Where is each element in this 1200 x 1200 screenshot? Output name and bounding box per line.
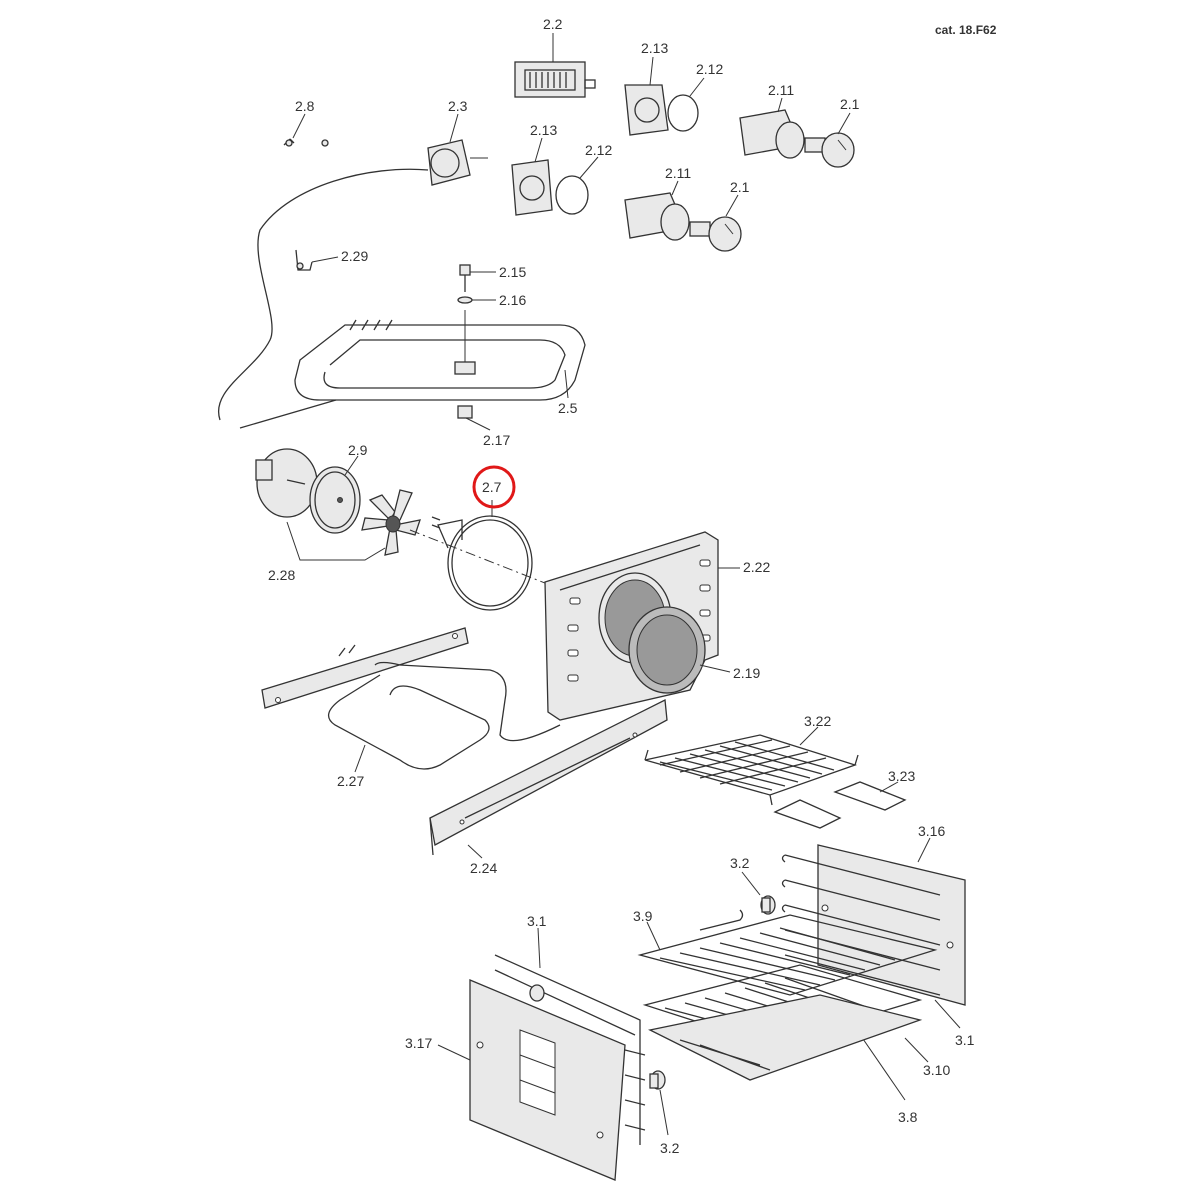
callout-2-11-lower: 2.11 — [665, 165, 691, 181]
assembly-axis — [409, 529, 551, 586]
catalog-ref: cat. 18.F62 — [935, 23, 997, 37]
callout-3-1-left: 3.1 — [527, 913, 547, 929]
callout-2-22: 2.22 — [743, 559, 770, 575]
part-2-1-knob-lower[interactable] — [689, 216, 742, 252]
callout-2-5: 2.5 — [558, 400, 578, 416]
part-2-27-bottom-element[interactable] — [261, 627, 561, 770]
callout-3-8: 3.8 — [898, 1109, 918, 1125]
callout-2-7: 2.7 — [482, 479, 502, 495]
callout-2-16: 2.16 — [499, 292, 526, 308]
callout-2-28: 2.28 — [268, 567, 295, 583]
part-2-5-grill-element[interactable] — [294, 319, 586, 401]
callout-2-2: 2.2 — [543, 16, 563, 32]
part-2-16-washer[interactable] — [457, 296, 473, 304]
part-3-22-small-rack[interactable] — [644, 734, 859, 806]
callout-2-24: 2.24 — [470, 860, 497, 876]
part-2-12-ring-upper[interactable] — [667, 94, 699, 132]
callout-3-1-right: 3.1 — [955, 1032, 975, 1048]
callout-2-12-upper: 2.12 — [696, 61, 723, 77]
callout-2-13-lower: 2.13 — [530, 122, 557, 138]
part-2-11-thermostat-upper[interactable] — [739, 109, 805, 159]
callout-2-8: 2.8 — [295, 98, 315, 114]
callout-3-16: 3.16 — [918, 823, 945, 839]
callout-2-1-upper: 2.1 — [840, 96, 860, 112]
callout-3-22: 3.22 — [804, 713, 831, 729]
part-3-2-knob-lower[interactable] — [649, 1070, 666, 1090]
callout-3-23: 3.23 — [888, 768, 915, 784]
part-2-9-fan-disk[interactable] — [309, 466, 361, 534]
motor-cable — [217, 168, 429, 421]
callout-2-1-lower: 2.1 — [730, 179, 750, 195]
part-2-11-thermostat-lower[interactable] — [624, 192, 690, 241]
part-2-19-fan-cover[interactable] — [628, 606, 706, 694]
callout-2-29: 2.29 — [341, 248, 368, 264]
callout-2-12-lower: 2.12 — [585, 142, 612, 158]
part-2-7-circular-element[interactable] — [431, 515, 533, 611]
callout-3-10: 3.10 — [923, 1062, 950, 1078]
part-2-3-motor[interactable] — [427, 139, 488, 186]
part-3-1-left-runner[interactable] — [494, 954, 646, 1145]
part-3-16-side-panel[interactable] — [781, 844, 966, 1006]
callout-3-9: 3.9 — [633, 908, 653, 924]
part-2-1-knob-upper[interactable] — [804, 132, 855, 168]
part-2-8-screws[interactable] — [283, 138, 329, 147]
callout-2-13-upper: 2.13 — [641, 40, 668, 56]
part-fan-blades[interactable] — [361, 489, 421, 556]
callout-3-2-lower: 3.2 — [660, 1140, 680, 1156]
part-3-23-wire-clips[interactable] — [773, 781, 907, 829]
callout-2-17: 2.17 — [483, 432, 510, 448]
callout-3-17: 3.17 — [405, 1035, 432, 1051]
part-2-24-rail[interactable] — [429, 698, 668, 856]
part-2-17-nut[interactable] — [457, 405, 473, 419]
callout-2-11-upper: 2.11 — [768, 82, 794, 98]
highlight-circle — [472, 465, 516, 509]
callout-2-19: 2.19 — [733, 665, 760, 681]
part-2-28-fan-motor[interactable] — [255, 448, 318, 518]
part-3-10-tray[interactable] — [648, 994, 923, 1081]
part-3-2-knob-upper[interactable] — [760, 895, 776, 915]
callout-3-2-upper: 3.2 — [730, 855, 750, 871]
part-2-2-switch[interactable] — [514, 61, 596, 98]
part-2-15-bolt[interactable] — [459, 264, 471, 292]
part-3-9-shelf[interactable] — [637, 909, 938, 996]
part-2-13-plate-upper[interactable] — [624, 84, 669, 136]
part-2-12-ring-lower[interactable] — [555, 175, 589, 215]
callout-2-3: 2.3 — [448, 98, 468, 114]
part-2-29-clip[interactable] — [295, 249, 313, 271]
callout-2-15: 2.15 — [499, 264, 526, 280]
callout-2-27: 2.27 — [337, 773, 364, 789]
part-2-13-plate-lower[interactable] — [511, 159, 553, 216]
part-3-17-left-panel[interactable] — [469, 979, 626, 1181]
callout-2-9: 2.9 — [348, 442, 368, 458]
